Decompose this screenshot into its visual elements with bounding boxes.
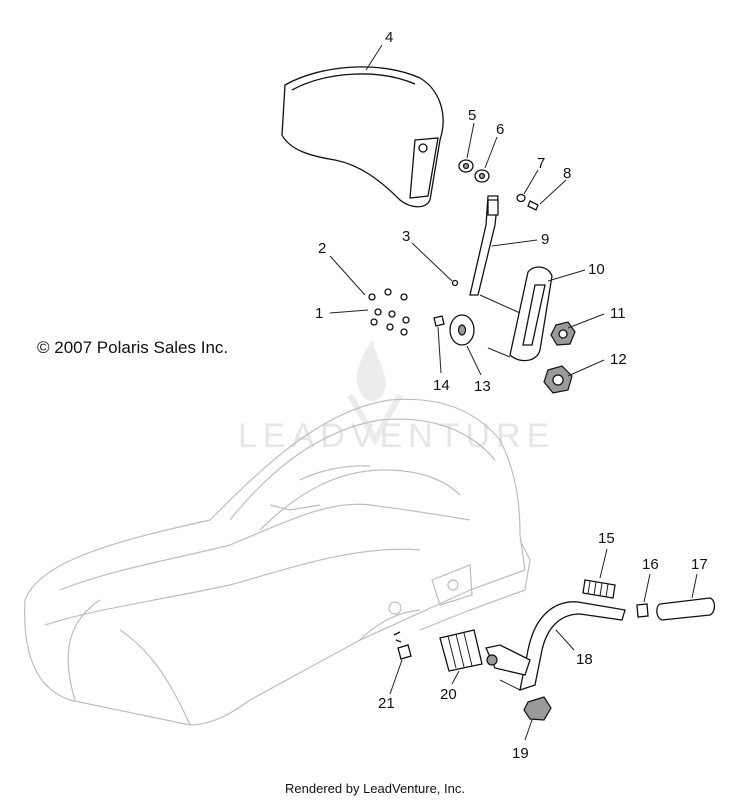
callout-8: 8 — [563, 165, 571, 182]
callout-3: 3 — [402, 228, 410, 245]
callout-1: 1 — [315, 305, 323, 322]
callout-16: 16 — [642, 556, 659, 573]
callout-14: 14 — [433, 377, 450, 394]
handle-parts — [582, 579, 716, 621]
latch — [523, 696, 552, 721]
callout-21: 21 — [378, 695, 395, 712]
support-bar — [451, 195, 499, 296]
callout-13: 13 — [474, 378, 491, 395]
bracket — [509, 266, 553, 362]
knobs — [543, 321, 576, 394]
callout-18: 18 — [576, 651, 593, 668]
callout-11: 11 — [610, 305, 626, 322]
footer-credit: Rendered by LeadVenture, Inc. — [285, 781, 465, 796]
screws — [368, 288, 410, 336]
handle-bar — [485, 601, 626, 691]
sleeve-and-bushing — [393, 629, 483, 672]
callout-4: 4 — [385, 29, 393, 46]
callout-19: 19 — [512, 745, 529, 762]
backrest — [281, 66, 444, 208]
leader-lines — [329, 44, 698, 741]
callout-7: 7 — [537, 155, 545, 172]
callout-6: 6 — [496, 121, 504, 138]
callout-12: 12 — [610, 351, 627, 368]
callout-10: 10 — [588, 261, 605, 278]
watermark: LEADVENTURE — [238, 340, 555, 455]
callouts: 4 5 6 7 8 9 3 2 1 10 11 12 13 14 15 16 1… — [315, 29, 708, 762]
callout-20: 20 — [440, 686, 457, 703]
callout-5: 5 — [468, 107, 476, 124]
grommet-and-nut — [433, 314, 475, 346]
watermark-text: LEADVENTURE — [238, 417, 555, 455]
callout-9: 9 — [541, 231, 549, 248]
washers — [458, 159, 539, 211]
callout-17: 17 — [691, 556, 708, 573]
callout-2: 2 — [318, 240, 326, 257]
callout-15: 15 — [598, 530, 615, 547]
seat-outline — [24, 398, 531, 726]
copyright-notice: © 2007 Polaris Sales Inc. — [37, 338, 229, 357]
